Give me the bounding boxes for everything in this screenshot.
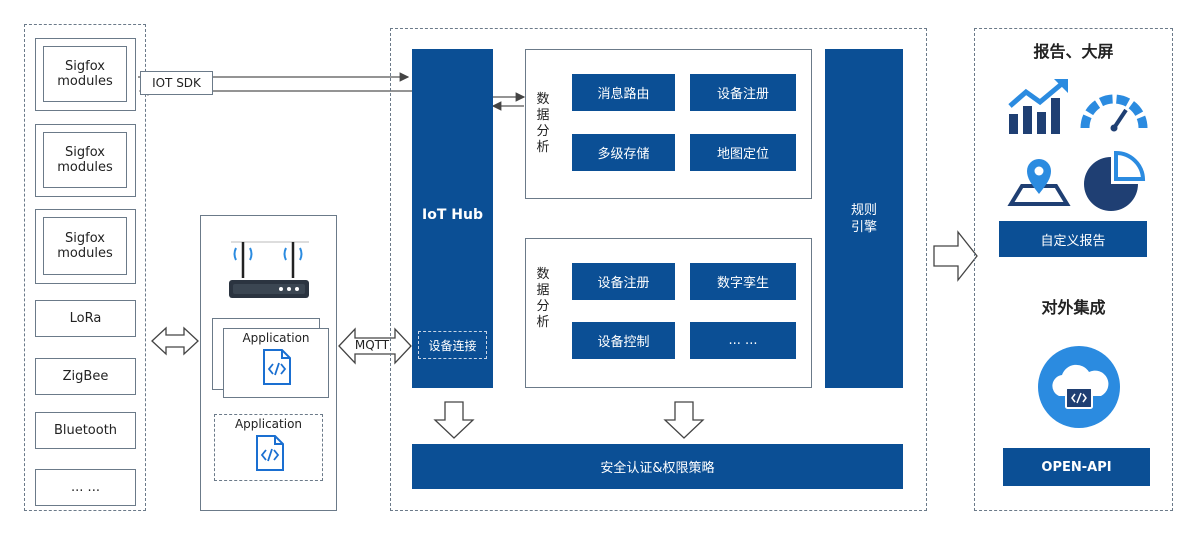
gateway-container <box>200 215 337 511</box>
integration-title: 对外集成 <box>1041 298 1106 317</box>
devices-container <box>24 24 146 511</box>
application-2-label: Application <box>234 417 303 431</box>
analytics-panel-bottom: 数据分析 <box>525 238 812 388</box>
pie-chart-icon <box>1084 151 1146 211</box>
mqtt-double-arrow <box>338 327 412 365</box>
box-device-control: 设备控制 <box>572 322 675 359</box>
sigfox-module-1: Sigfox modules <box>43 46 127 102</box>
mqtt-label: MQTT <box>354 338 390 352</box>
application-card-2: Application <box>214 414 323 481</box>
platform-container <box>390 28 927 511</box>
reports-title: 报告、大屏 <box>1033 42 1114 61</box>
right-arrow <box>933 230 978 282</box>
box-device-register: 设备注册 <box>690 74 796 111</box>
iot-sdk-label: IOT SDK <box>140 71 213 95</box>
device-connect-box: 设备连接 <box>418 331 487 359</box>
device-gateway-double-arrow <box>151 326 199 356</box>
custom-report-box: 自定义报告 <box>999 221 1147 257</box>
device-bluetooth: Bluetooth <box>35 412 136 449</box>
gauge-icon <box>1080 94 1148 132</box>
map-pin-icon <box>1007 159 1071 206</box>
sigfox-module-3-outer: Sigfox modules <box>35 209 136 284</box>
down-arrow-left <box>433 401 475 439</box>
sigfox-module-2-outer: Sigfox modules <box>35 124 136 197</box>
growth-chart-icon <box>1008 79 1068 134</box>
cloud-api-icon <box>1038 346 1120 428</box>
sigfox-module-3: Sigfox modules <box>43 217 127 275</box>
box-digital-twin: 数字孪生 <box>690 263 796 300</box>
box-more: ... ... <box>690 322 796 359</box>
analytics-panel-top: 数据分析 <box>525 49 812 199</box>
sigfox-module-2: Sigfox modules <box>43 132 127 188</box>
box-device-register-2: 设备注册 <box>572 263 675 300</box>
router-icon <box>229 241 309 298</box>
device-more: ... ... <box>35 469 136 506</box>
box-message-routing: 消息路由 <box>572 74 675 111</box>
down-arrow-right <box>663 401 705 439</box>
device-lora: LoRa <box>35 300 136 337</box>
rule-engine-label: 规则 引擎 <box>850 202 877 235</box>
open-api-box: OPEN-API <box>1003 448 1150 486</box>
box-multilevel-storage: 多级存储 <box>572 134 675 171</box>
application-1-label: Application <box>242 331 310 345</box>
code-file-icon <box>263 349 291 385</box>
analytics-panel-bottom-title: 数据分析 <box>536 267 550 330</box>
iot-hub-label: IoT Hub <box>422 207 483 223</box>
output-container <box>974 28 1173 511</box>
analytics-panel-top-title: 数据分析 <box>536 92 550 155</box>
box-map-location: 地图定位 <box>690 134 796 171</box>
application-card-1: Application <box>223 328 329 398</box>
sigfox-module-1-outer: Sigfox modules <box>35 38 136 111</box>
rule-engine: 规则 引擎 <box>825 49 903 388</box>
code-file-icon <box>256 435 284 471</box>
security-bar: 安全认证&权限策略 <box>412 444 903 489</box>
device-zigbee: ZigBee <box>35 358 136 395</box>
